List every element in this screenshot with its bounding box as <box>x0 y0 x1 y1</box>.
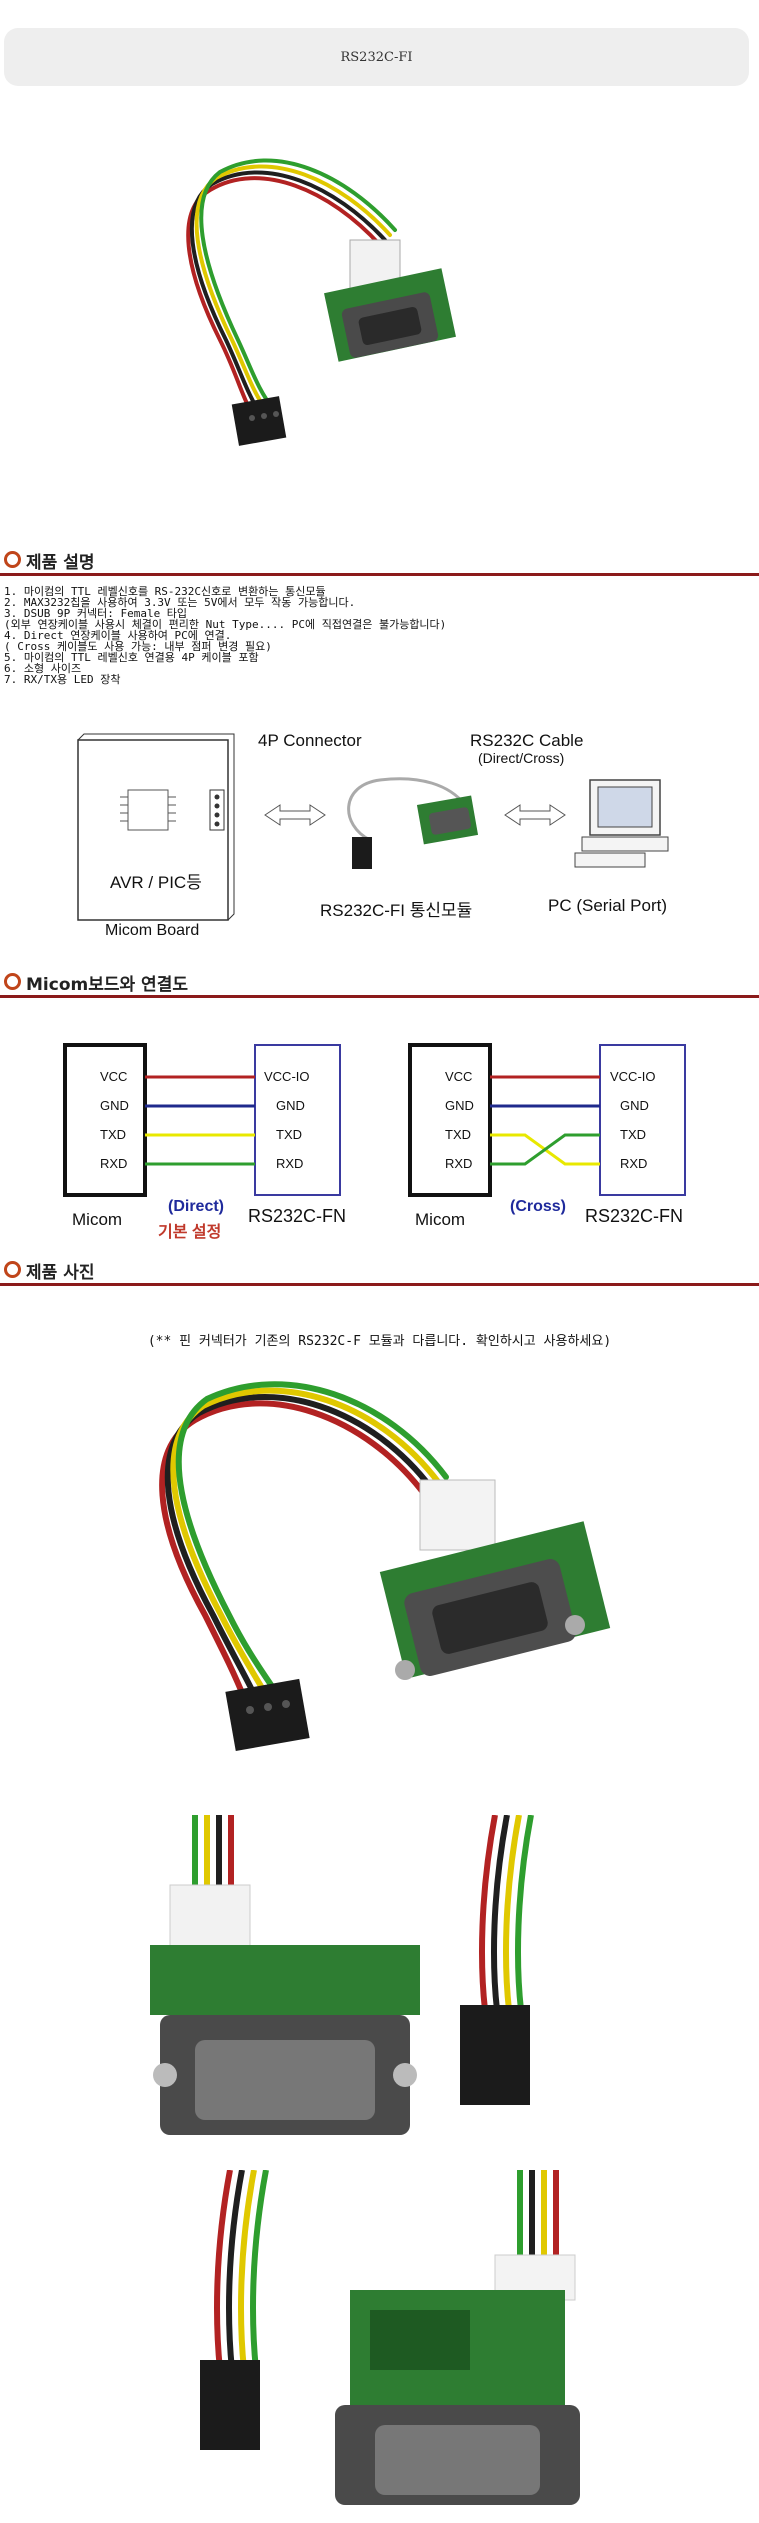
pin-label: RXD <box>445 1156 473 1171</box>
pin-label: RXD <box>620 1156 648 1171</box>
pin-label: TXD <box>620 1127 646 1142</box>
header-icon <box>209 789 225 831</box>
micom-caption: Micom <box>72 1210 123 1229</box>
pc-label: PC (Serial Port) <box>548 896 668 915</box>
product-photo-top <box>186 158 456 446</box>
board-label: AVR / PIC등 <box>110 873 202 892</box>
section-title: 제품 설명 <box>26 553 95 573</box>
double-arrow-icon <box>264 804 326 826</box>
section-header-connection: Micom보드와 연결도 <box>0 968 759 998</box>
product-photo-back <box>200 2170 580 2505</box>
pin-label: GND <box>276 1098 305 1113</box>
pin-label: GND <box>620 1098 649 1113</box>
cross-caption: (Cross) <box>510 1198 567 1215</box>
module-caption: RS232C-FN <box>248 1206 347 1226</box>
section-title: 제품 사진 <box>26 1263 95 1283</box>
cable-label: RS232C Cable <box>470 731 584 750</box>
description-line: (외부 연장케이블 사용시 체결이 편리한 Nut Type.... PC에 직… <box>4 618 447 631</box>
divider <box>0 995 759 998</box>
computer-icon <box>574 779 669 868</box>
description-line: 5. 마이컴의 TTL 레벨신호 연결용 4P 케이블 포함 <box>4 651 259 664</box>
pin-label: GND <box>445 1098 474 1113</box>
system-overview-diagram <box>77 733 669 921</box>
bullet-icon <box>4 1261 21 1278</box>
pin-label: VCC <box>445 1069 473 1084</box>
pin-label: GND <box>100 1098 129 1113</box>
bullet-icon <box>4 973 21 990</box>
pin-label: VCC <box>100 1069 128 1084</box>
pin-label: VCC-IO <box>264 1069 310 1084</box>
module-label: RS232C-FI 통신모듈 <box>320 901 473 920</box>
bullet-icon <box>4 551 21 568</box>
pin-warning-note: (** 핀 커넥터가 기존의 RS232C-F 모듈과 다릅니다. 확인하시고 … <box>147 1334 612 1349</box>
pin-label: VCC-IO <box>610 1069 656 1084</box>
micom-board-label: Micom Board <box>105 922 200 939</box>
module-box-cross <box>599 1044 686 1196</box>
description-line: 6. 소형 사이즈 <box>4 662 82 675</box>
default-caption: 기본 설정 <box>158 1224 222 1241</box>
pin-label: RXD <box>276 1156 304 1171</box>
pin-label: TXD <box>100 1127 126 1142</box>
connector-label: 4P Connector <box>258 731 362 750</box>
description-line: ( Cross 케이블도 사용 가능: 내부 점퍼 변경 필요) <box>4 640 272 653</box>
pin-label: TXD <box>445 1127 471 1142</box>
micom-caption: Micom <box>415 1210 466 1229</box>
chip-icon <box>127 789 169 831</box>
section-title: Micom보드와 연결도 <box>26 975 188 995</box>
double-arrow-icon <box>504 804 566 826</box>
description-line: 3. DSUB 9P 커넥터: Female 타입 <box>4 607 188 620</box>
direct-caption: (Direct) <box>168 1198 225 1215</box>
divider <box>0 1283 759 1286</box>
module-caption: RS232C-FN <box>585 1206 684 1226</box>
cable-sublabel: (Direct/Cross) <box>478 750 565 766</box>
micom-box-direct <box>63 1043 147 1197</box>
module-box-direct <box>254 1044 341 1196</box>
description-line: 7. RX/TX용 LED 장착 <box>4 673 121 686</box>
pin-label: RXD <box>100 1156 128 1171</box>
description-line: 2. MAX3232칩을 사용하여 3.3V 또는 5V에서 모두 작동 가능합… <box>4 596 356 609</box>
page-title: RS232C-FI <box>4 28 749 86</box>
section-header-description: 제품 설명 <box>0 546 759 576</box>
page-title-text: RS232C-FI <box>340 49 413 65</box>
description-line: 1. 마이컴의 TTL 레벨신호를 RS-232C신호로 변환하는 통신모듈 <box>4 585 326 598</box>
section-header-photos: 제품 사진 <box>0 1256 759 1286</box>
wiring-diagram <box>63 1043 686 1197</box>
module-connector-icon <box>352 837 372 869</box>
description-line: 4. Direct 연장케이블 사용하여 PC에 연결. <box>4 629 232 642</box>
divider <box>0 573 759 576</box>
product-photo-front <box>150 1815 534 2135</box>
pin-label: TXD <box>276 1127 302 1142</box>
micom-box-cross <box>408 1043 492 1197</box>
product-photo-large <box>159 1381 611 1751</box>
